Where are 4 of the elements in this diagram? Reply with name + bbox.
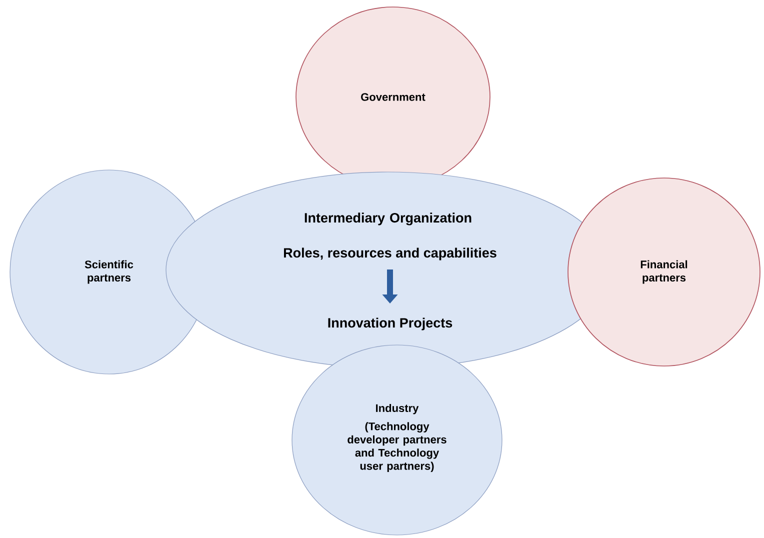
ellipse-text: Roles, resources and capabilities — [284, 248, 496, 260]
node-label: (Technology developer partners and Technology user partners) — [348, 422, 446, 472]
ellipse-text: Innovation Projects — [328, 318, 452, 330]
node-label: Industry — [376, 404, 419, 414]
